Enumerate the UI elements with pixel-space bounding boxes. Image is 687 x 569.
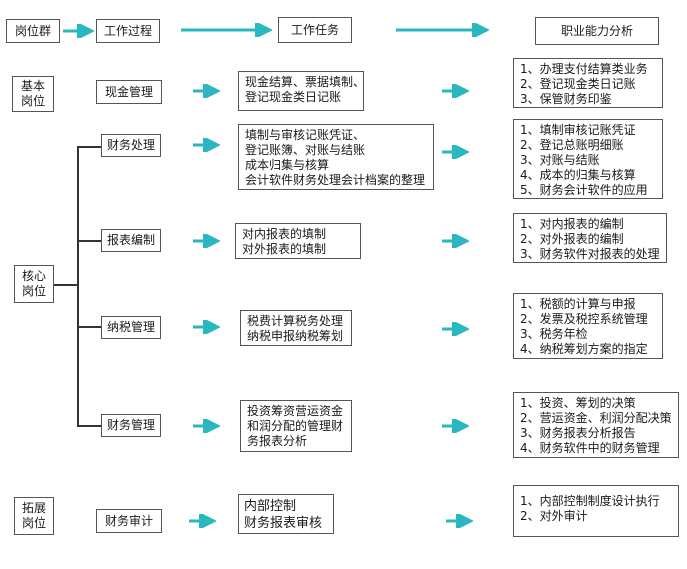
ability-line: 5、财务会计软件的应用 [520,183,648,197]
group-extended-line1: 拓展 [21,501,46,515]
process-label: 财务审计 [104,513,153,528]
ability-box: 1、内部控制制度设计执行 2、对外审计 [513,485,679,537]
process-label: 财务管理 [106,418,155,432]
task-to-ability-arrow [442,234,469,248]
header-arrow-1 [63,24,94,38]
task-line: 对外报表的填制 [242,242,327,256]
task-box: 内部控制 财务报表审核 [238,494,334,534]
ability-line: 2、发票及税控系统管理 [520,312,648,326]
group-extended-line2: 岗位 [21,516,46,530]
task-line: 和润分配的管理财 [247,419,344,433]
bracket-connector [54,284,78,286]
task-line: 税费计算税务处理 [247,314,344,328]
group-extended-box: 拓展 岗位 [14,497,54,535]
ability-line: 2、对外报表的编制 [520,232,624,246]
header-process-label: 工作过程 [103,23,152,38]
task-to-ability-arrow [442,84,469,98]
header-process-box: 工作过程 [96,19,160,43]
task-line: 对内报表的填制 [242,227,327,241]
bracket-tick-4 [77,425,101,427]
header-arrow-2 [181,23,272,37]
header-group-box: 岗位群 [6,19,60,43]
process-box: 财务审计 [96,509,162,533]
header-arrow-3 [396,23,489,37]
ability-line: 1、税额的计算与申报 [520,297,636,311]
ability-line: 3、财务报表分析报告 [520,426,636,440]
ability-line: 1、投资、筹划的决策 [520,396,636,410]
ability-line: 3、税务年检 [520,327,588,341]
process-to-task-arrow [193,138,220,152]
group-core-box: 核心 岗位 [14,265,54,303]
ability-line: 2、登记总账明细账 [520,138,624,152]
ability-box: 1、税额的计算与申报 2、发票及税控系统管理 3、税务年检 4、纳税筹划方案的指… [513,293,663,359]
task-line: 填制与审核记账凭证、 [245,128,366,142]
ability-line: 3、保管财务印鉴 [520,92,612,106]
ability-box: 1、办理支付结算类业务 2、登记现金类日记账 3、保管财务印鉴 [513,58,663,108]
ability-line: 1、内部控制制度设计执行 [520,494,660,508]
task-line: 会计软件财务处理会计档案的整理 [245,173,426,187]
task-box: 填制与审核记账凭证、 登记账簿、对账与结账 成本归集与核算 会计软件财务处理会计… [238,124,434,190]
ability-line: 2、营运资金、利润分配决策 [520,411,672,425]
process-to-task-arrow [193,419,220,433]
ability-line: 4、纳税筹划方案的指定 [520,342,648,356]
process-to-task-arrow [189,514,216,528]
process-label: 财务处理 [106,138,155,152]
group-core-line1: 核心 [21,269,46,283]
task-line: 财务报表审核 [244,516,323,531]
header-task-box: 工作任务 [278,17,352,43]
group-core-line2: 岗位 [21,284,46,298]
process-box: 财务处理 [101,134,161,157]
process-label: 纳税管理 [106,320,155,334]
ability-line: 1、办理支付结算类业务 [520,62,648,76]
bracket-tick-2 [77,240,101,242]
task-line: 投资筹资营运资金 [247,404,344,418]
bracket-tick-1 [77,146,101,148]
ability-line: 3、对账与结账 [520,153,600,167]
task-box: 对内报表的填制 对外报表的填制 [235,223,361,259]
group-basic-box: 基本 岗位 [12,76,54,112]
bracket-tick-3 [77,326,101,328]
process-to-task-arrow [193,320,220,334]
task-box: 税费计算税务处理 纳税申报纳税筹划 [240,310,352,346]
header-ability-box: 职业能力分析 [535,17,659,45]
ability-line: 4、成本的归集与核算 [520,168,636,182]
task-line: 登记现金类日记账 [245,90,342,104]
header-group-label: 岗位群 [14,23,51,38]
task-line: 务报表分析 [247,434,308,448]
ability-box: 1、投资、筹划的决策 2、营运资金、利润分配决策 3、财务报表分析报告 4、财务… [513,392,679,458]
process-label: 报表编制 [106,233,155,247]
task-box: 投资筹资营运资金 和润分配的管理财 务报表分析 [240,400,352,452]
process-box: 现金管理 [96,80,162,104]
group-basic-line2: 岗位 [20,94,45,108]
task-line: 纳税申报纳税筹划 [247,329,344,343]
task-line: 现金结算、票据填制、 [245,75,366,89]
ability-line: 2、登记现金类日记账 [520,77,636,91]
process-box: 财务管理 [101,414,161,437]
process-to-task-arrow [193,234,220,248]
task-line: 内部控制 [244,499,297,514]
ability-box: 1、填制审核记账凭证 2、登记总账明细账 3、对账与结账 4、成本的归集与核算 … [513,119,663,199]
task-to-ability-arrow [442,145,469,159]
process-box: 报表编制 [101,229,161,252]
task-line: 登记账簿、对账与结账 [245,143,366,157]
ability-line: 1、对内报表的编制 [520,217,624,231]
task-box: 现金结算、票据填制、 登记现金类日记账 [238,71,366,111]
task-to-ability-arrow [442,419,469,433]
task-to-ability-arrow [442,322,469,336]
group-basic-line1: 基本 [20,79,45,93]
task-to-ability-arrow [446,514,473,528]
bracket-vertical [77,146,79,427]
process-to-task-arrow [193,84,220,98]
task-line: 成本归集与核算 [245,158,330,172]
ability-line: 3、财务软件对报表的处理 [520,247,660,261]
header-ability-label: 职业能力分析 [560,23,633,38]
ability-line: 1、填制审核记账凭证 [520,123,636,137]
ability-line: 4、财务软件中的财务管理 [520,441,660,455]
ability-box: 1、对内报表的编制 2、对外报表的编制 3、财务软件对报表的处理 [513,213,667,263]
header-task-label: 工作任务 [290,22,339,37]
ability-line: 2、对外审计 [520,509,588,523]
process-box: 纳税管理 [101,316,161,339]
process-label: 现金管理 [104,84,153,99]
